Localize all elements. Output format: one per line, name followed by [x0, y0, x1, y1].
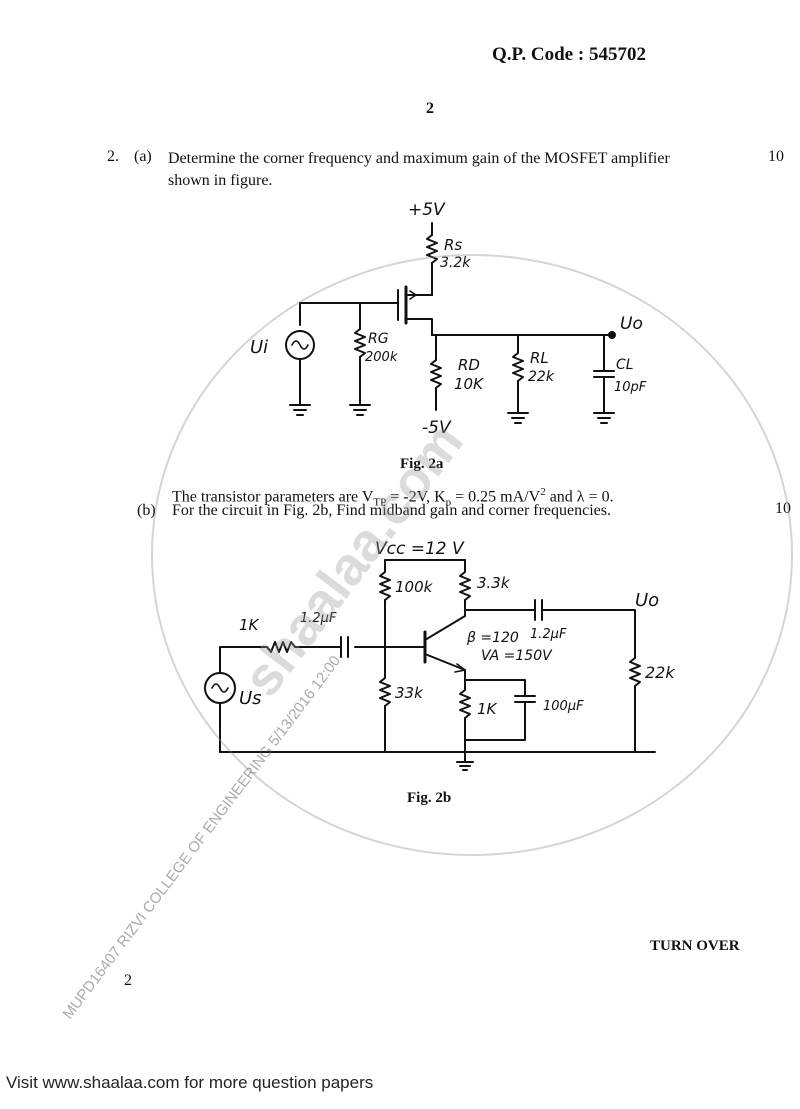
fig2a-supply-pos: +5V: [408, 200, 446, 220]
fig2b-vcc: Vcc =12 V: [375, 539, 465, 559]
fig2b-r2: 33k: [395, 684, 424, 702]
part-b-marks: 10: [775, 500, 791, 517]
fig2a-vo-label: Uo: [620, 314, 643, 334]
fig-2a-caption: Fig. 2a: [400, 456, 444, 472]
fig2a-rd-label: RD: [458, 356, 480, 374]
fig2a-rs-value: 3.2k: [440, 255, 471, 271]
fig2a-rg-value: 200k: [365, 350, 398, 365]
figure-2b-circuit: Vcc =12 V 100k 3.3k 1.2μF Uo 22k β =120 …: [204, 539, 675, 771]
question-number: 2.: [107, 148, 119, 165]
part-a-text-line1: Determine the corner frequency and maxim…: [168, 150, 670, 167]
part-b-label: (b): [137, 502, 156, 519]
resistor-rl: [512, 352, 524, 382]
page-number-bottom: 2: [124, 972, 132, 989]
part-b-text: For the circuit in Fig. 2b, Find midband…: [172, 502, 612, 519]
resistor-r1: [379, 571, 391, 601]
fig2a-cl-value: 10pF: [614, 380, 647, 395]
fig2b-vs-label: Us: [239, 688, 262, 709]
resistor-rd: [430, 359, 442, 389]
resistor-re: [459, 689, 471, 719]
fig2a-rs-label: Rs: [444, 236, 462, 254]
fig2a-rg-label: RG: [368, 331, 389, 347]
fig-2b-caption: Fig. 2b: [407, 790, 452, 806]
part-a-text: Determine the corner frequency and maxim…: [168, 148, 670, 192]
part-a-label: (a): [134, 148, 152, 165]
fig2a-vi-label: Ui: [250, 337, 268, 358]
page-number: 2: [426, 100, 434, 117]
turn-over: TURN OVER: [650, 938, 740, 954]
resistor-rc: [459, 571, 471, 601]
fig2a-rl-value: 22k: [528, 369, 555, 385]
resistor-rg: [354, 328, 366, 358]
fig2b-r1: 100k: [395, 578, 434, 596]
fig2a-cl-label: CL: [616, 357, 634, 373]
part-a-marks: 10: [768, 148, 784, 165]
resistor-rl-b: [629, 657, 641, 687]
fig2b-rs: 1K: [239, 616, 260, 634]
fig2a-rl-label: RL: [530, 349, 549, 367]
figure-2a-circuit: +5V Rs 3.2k Ui RG 200k RD 10K -5V RL 22k…: [250, 200, 647, 438]
transistor-parameters: The transistor parameters are VTP = -2V,…: [172, 486, 614, 509]
fig2a-supply-neg: -5V: [422, 418, 452, 438]
fig2b-vo-label: Uo: [635, 590, 659, 611]
fig2b-rl: 22k: [645, 663, 675, 682]
resistor-rs-b: [266, 641, 296, 653]
fig2a-rd-value: 10K: [454, 375, 484, 393]
fig2b-c1: 1.2μF: [300, 611, 337, 626]
fig2b-c2: 1.2μF: [530, 627, 567, 642]
part-a-text-line2: shown in figure.: [168, 172, 273, 189]
fig2b-ce: 100μF: [543, 699, 584, 714]
footer-note: Visit www.shaalaa.com for more question …: [6, 1073, 374, 1092]
resistor-rs: [426, 234, 438, 264]
fig2b-beta: β =120: [466, 630, 519, 646]
fig2b-rc: 3.3k: [477, 574, 511, 592]
fig2b-va: VA =150V: [481, 648, 553, 664]
qp-code: Q.P. Code : 545702: [492, 44, 646, 65]
fig2b-re: 1K: [477, 700, 498, 718]
resistor-r2: [379, 677, 391, 707]
